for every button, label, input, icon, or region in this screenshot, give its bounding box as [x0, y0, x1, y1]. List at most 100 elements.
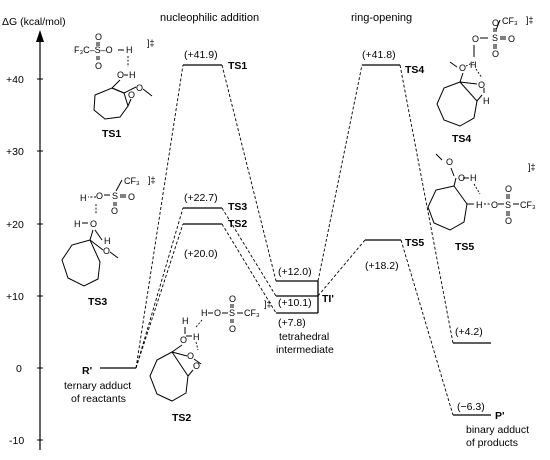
- svg-text:S: S: [229, 308, 235, 318]
- svg-text:O: O: [117, 70, 124, 80]
- connectors: [135, 64, 454, 416]
- y-axis-ticks: [37, 78, 43, 441]
- header-nucleophilic-addition: nucleophilic addition: [160, 12, 259, 24]
- tick-label-plus40: +40: [6, 74, 24, 86]
- svg-text:H: H: [201, 308, 208, 318]
- energy-ti-c: (+7.8): [278, 317, 306, 329]
- svg-text:O: O: [96, 191, 103, 201]
- state-label-ts2-structure: TS2: [172, 412, 191, 424]
- svg-text:O: O: [128, 192, 135, 202]
- svg-text:O: O: [446, 157, 453, 167]
- caption-r-line1: ternary adduct: [64, 380, 131, 392]
- caption-r-line2: of reactants: [71, 393, 126, 405]
- svg-text:H: H: [193, 332, 200, 342]
- energy-i: (+4.2): [455, 326, 483, 338]
- svg-text:O: O: [505, 184, 512, 194]
- state-label-ts3-level: TS3: [228, 201, 247, 213]
- state-label-ts1-level: TS1: [228, 60, 247, 72]
- svg-text:H: H: [182, 316, 189, 326]
- structure-ts5: O O H ]‡ H O S O O CF₃ TS5: [427, 153, 536, 253]
- energy-ti-b: (+10.1): [278, 297, 312, 309]
- state-label-ts2-level: TS2: [228, 218, 247, 230]
- caption-ti-line2: intermediate: [276, 344, 334, 356]
- svg-text:H: H: [470, 60, 477, 70]
- energy-ti-a: (+12.0): [278, 266, 312, 278]
- structure-ts4: CF₃ ]‡ S O O O O H O O H TS4: [436, 15, 534, 145]
- svg-text:O: O: [95, 61, 102, 71]
- svg-text:O: O: [472, 34, 479, 44]
- energy-ts3: (+22.7): [184, 192, 218, 204]
- state-label-r: R': [82, 365, 92, 377]
- state-label-ts4-level: TS4: [405, 64, 424, 76]
- svg-text:O: O: [103, 246, 110, 256]
- svg-text:O: O: [136, 83, 143, 93]
- svg-text:]‡: ]‡: [526, 15, 534, 25]
- energy-ts2: (+20.0): [184, 248, 218, 260]
- svg-text:O: O: [478, 80, 485, 90]
- svg-text:H: H: [104, 236, 111, 246]
- svg-text:CF₃: CF₃: [520, 200, 536, 210]
- svg-text:O: O: [492, 49, 499, 59]
- svg-text:O: O: [492, 18, 499, 28]
- caption-ti-line1: tetrahedral: [279, 331, 329, 343]
- state-label-ts5-structure: TS5: [455, 241, 474, 253]
- svg-text:O: O: [90, 219, 97, 229]
- svg-text:S: S: [492, 33, 498, 43]
- svg-text:]‡: ]‡: [147, 38, 155, 48]
- svg-text:O: O: [508, 34, 515, 44]
- y-axis-label: ΔG (kcal/mol): [2, 16, 66, 28]
- svg-text:O: O: [128, 90, 135, 100]
- svg-text:]‡: ]‡: [528, 162, 536, 172]
- svg-text:O: O: [187, 351, 194, 361]
- svg-text:O: O: [214, 308, 221, 318]
- state-label-p: P': [495, 410, 505, 422]
- svg-text:O: O: [459, 63, 466, 73]
- caption-p-line1: binary adduct: [466, 424, 529, 436]
- header-ring-opening: ring-opening: [351, 12, 412, 24]
- structure-ts3: CF₃ S O O O H ]‡ O H H O TS3: [61, 175, 156, 308]
- structure-ts1: F₃C–S–O O O H ]‡ O H O O TS1: [74, 32, 155, 140]
- state-label-ts5-level: TS5: [405, 237, 424, 249]
- svg-text:O: O: [491, 200, 498, 210]
- svg-text:S: S: [112, 191, 118, 201]
- svg-text:H: H: [74, 219, 81, 229]
- svg-text:H: H: [470, 173, 477, 183]
- svg-text:CF₃: CF₃: [502, 16, 518, 26]
- svg-text:O: O: [229, 294, 236, 304]
- svg-text:O: O: [111, 206, 118, 216]
- svg-text:O: O: [95, 32, 102, 42]
- y-axis-arrow: [36, 30, 44, 42]
- svg-text:H: H: [129, 70, 136, 80]
- tick-label-plus30: +30: [6, 146, 24, 158]
- tick-label-minus10: -10: [9, 435, 24, 447]
- svg-text:S: S: [505, 200, 511, 210]
- state-label-ts1-structure: TS1: [102, 128, 121, 140]
- state-label-ti: TI': [322, 293, 334, 305]
- svg-text:H: H: [80, 193, 87, 203]
- svg-text:]‡: ]‡: [264, 299, 272, 309]
- svg-text:H: H: [476, 200, 483, 210]
- svg-text:CF₃: CF₃: [124, 176, 140, 186]
- svg-text:O: O: [505, 216, 512, 226]
- svg-text:H: H: [126, 45, 133, 55]
- svg-text:]‡: ]‡: [148, 175, 156, 185]
- svg-text:O: O: [229, 324, 236, 334]
- svg-text:F₃C–S–O: F₃C–S–O: [74, 45, 113, 55]
- svg-text:CF₃: CF₃: [244, 308, 260, 318]
- tick-label-plus10: +10: [6, 291, 24, 303]
- state-label-ts4-structure: TS4: [452, 133, 471, 145]
- energy-levels: [100, 64, 491, 416]
- svg-text:O: O: [180, 335, 187, 345]
- tick-label-zero: 0: [16, 363, 22, 375]
- energy-ts5: (+18.2): [365, 260, 399, 272]
- svg-text:H: H: [483, 96, 490, 106]
- caption-p-line2: of products: [466, 437, 518, 449]
- svg-text:O: O: [193, 361, 200, 371]
- energy-p: (−6.3): [457, 401, 485, 413]
- structure-ts2: H O S O O CF₃ ]‡ H O H O O TS2: [149, 294, 272, 424]
- svg-text:O: O: [458, 173, 465, 183]
- energy-ts1: (+41.9): [184, 49, 218, 61]
- state-label-ts3-structure: TS3: [88, 296, 107, 308]
- energy-ts4: (+41.8): [362, 49, 396, 61]
